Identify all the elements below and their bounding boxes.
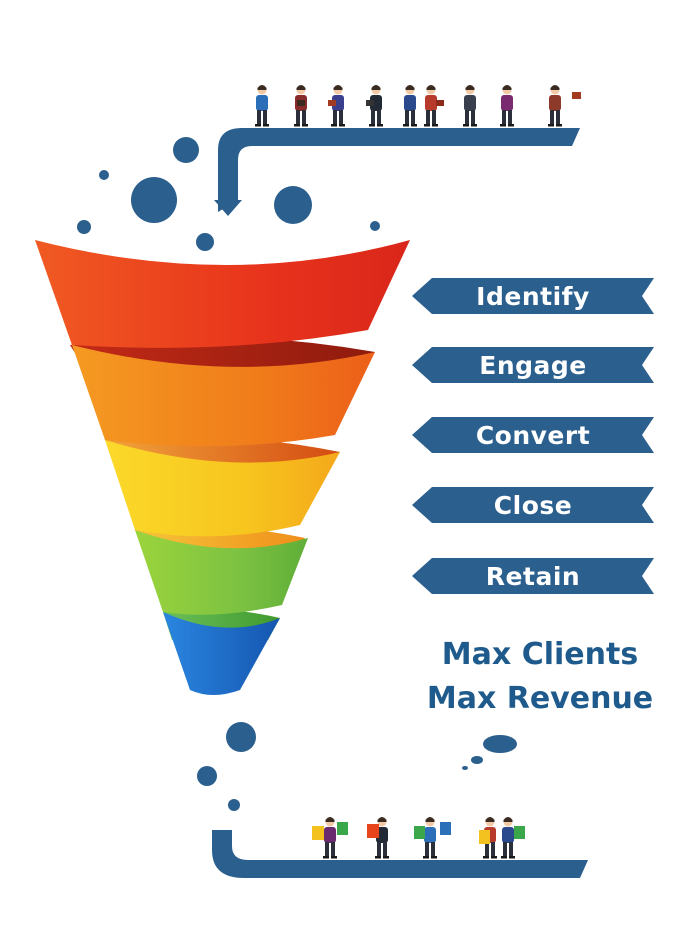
bubble-icon (370, 221, 380, 231)
shopping-bag-icon (367, 824, 379, 838)
briefcase-icon (436, 100, 444, 106)
bubble-icon (131, 177, 177, 223)
person-icon (500, 85, 514, 127)
person-icon (323, 817, 337, 859)
shopping-bag-icon (414, 826, 425, 839)
funnel-band-orange (72, 345, 375, 447)
bubble-icon (274, 186, 312, 224)
shopping-bag-icon (337, 822, 348, 835)
briefcase-icon (297, 100, 305, 106)
stage-ribbon (412, 558, 654, 594)
shopping-bag-icon (312, 826, 324, 840)
bubble-icon (77, 220, 91, 234)
stage-ribbon (412, 278, 654, 314)
bubble-icon (196, 233, 214, 251)
people-bottom (312, 817, 525, 859)
bubble-icon (197, 766, 217, 786)
funnel-band-blue (163, 612, 280, 695)
bubble-icon (99, 170, 109, 180)
person-icon (403, 85, 417, 127)
bottom-pipe (212, 830, 588, 878)
people-top (255, 85, 581, 127)
briefcase-icon (572, 92, 581, 99)
tagline-line-1: Max Clients (441, 637, 639, 672)
tagline-line-2: Max Revenue (426, 681, 654, 716)
stage-ribbon (412, 487, 654, 523)
funnel-band-yellow (105, 440, 340, 537)
funnel (35, 240, 410, 695)
shopping-bag-icon (514, 826, 525, 839)
bubble-icon (173, 137, 199, 163)
shopping-bag-icon (440, 822, 451, 835)
person-icon (463, 85, 477, 127)
person-icon (548, 85, 562, 127)
bubbles-top (77, 137, 380, 251)
bubbles-bottom (197, 722, 256, 811)
funnel-band-red (35, 240, 410, 348)
stage-ribbons (412, 278, 654, 594)
bubble-icon (228, 799, 240, 811)
shopping-bag-icon (479, 830, 490, 844)
top-pipe-spout (214, 200, 242, 216)
bubble-icon (226, 722, 256, 752)
thought-bubble-icon (462, 735, 517, 770)
person-icon (501, 817, 515, 859)
briefcase-icon (328, 100, 336, 106)
person-icon (424, 85, 438, 127)
briefcase-icon (366, 100, 374, 106)
top-pipe (218, 128, 580, 212)
stage-ribbon (412, 417, 654, 453)
funnel-band-green (135, 530, 308, 615)
person-icon (255, 85, 269, 127)
person-icon (423, 817, 437, 859)
stage-ribbon (412, 347, 654, 383)
